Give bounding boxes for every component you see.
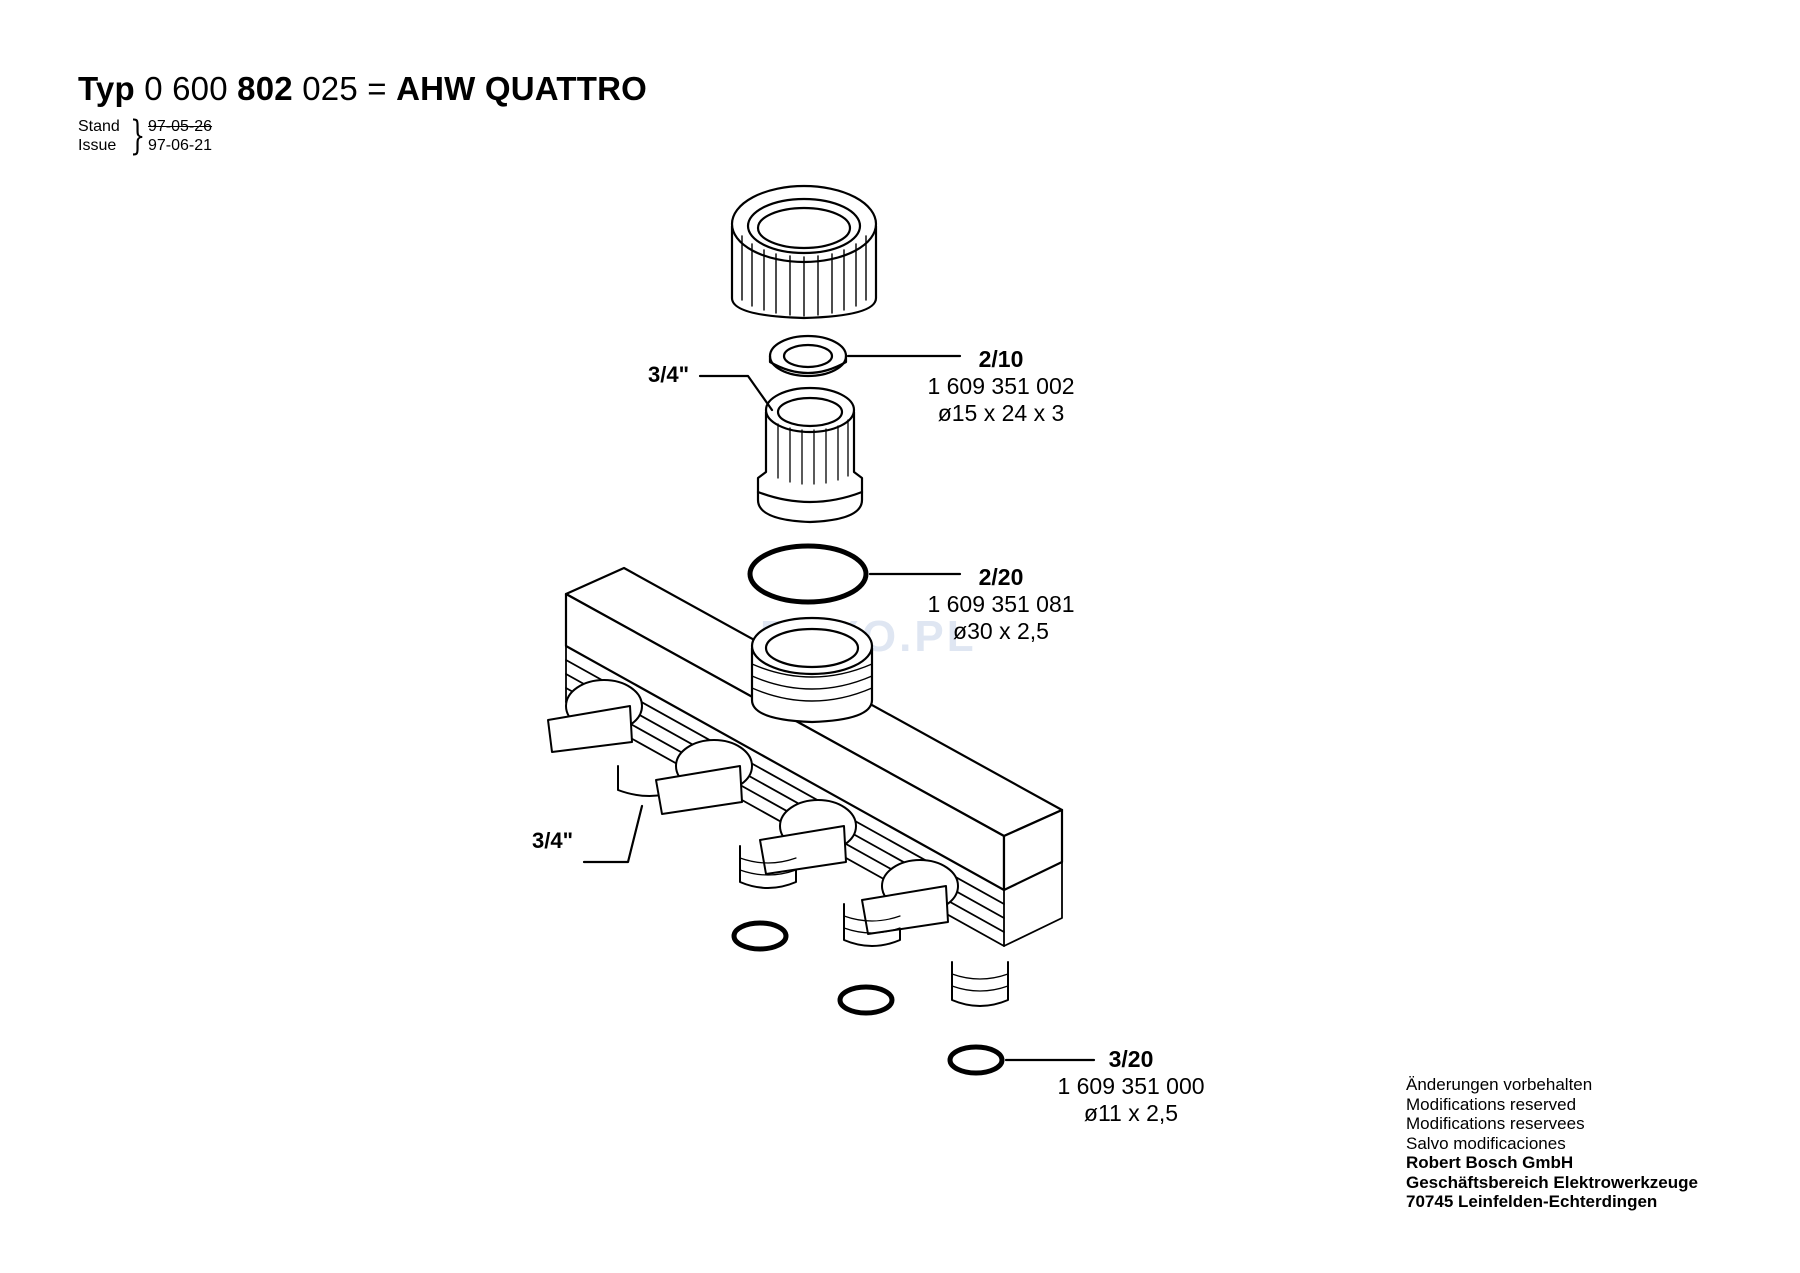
footer-line: Modifications reservees [1406, 1114, 1585, 1133]
footer-company: Robert Bosch GmbH [1406, 1153, 1574, 1172]
callout-spec: ø30 x 2,5 [953, 618, 1049, 644]
leader-line-outlet-thread [582, 804, 644, 864]
page-title: Typ 0 600 802 025 = AHW QUATTRO [78, 70, 647, 108]
issue-label: Issue [78, 137, 117, 154]
footer-line: Änderungen vorbehalten [1406, 1075, 1593, 1094]
footer-line: Modifications reserved [1406, 1094, 1577, 1114]
callout-part-number: 1 609 351 002 [927, 373, 1075, 399]
o-ring-large-part[interactable] [747, 543, 869, 605]
thread-label-bottom: 3/4" [532, 828, 574, 853]
callout-part-number: 1 609 351 081 [927, 591, 1075, 617]
title-prefix: Typ [78, 70, 135, 107]
o-ring-small-parts[interactable] [731, 920, 1005, 1076]
issue-date: 97-06-21 [148, 137, 213, 154]
callout-ref: 2/20 [978, 564, 1024, 590]
footer-notice: Änderungen vorbehalten Modifications res… [1406, 1075, 1698, 1212]
title-model: AHW QUATTRO [396, 70, 647, 107]
flat-washer-part[interactable] [768, 334, 848, 378]
title-number-a: 0 600 [144, 70, 228, 107]
title-number-b: 802 [237, 70, 293, 107]
brace-icon: } [130, 113, 146, 159]
title-number-c: 025 = [302, 70, 387, 107]
coupling-nut-part[interactable] [730, 184, 878, 320]
callout-flat-washer: 2/10 1 609 351 002 ø15 x 24 x 3 [918, 346, 1084, 427]
thread-label-top: 3/4" [648, 362, 690, 387]
callout-spec: ø11 x 2,5 [1083, 1100, 1179, 1126]
footer-address: 70745 Leinfelden-Echterdingen [1406, 1192, 1658, 1211]
stand-label: Stand [78, 118, 120, 135]
callout-spec: ø15 x 24 x 3 [937, 400, 1065, 426]
callout-o-ring-small: 3/20 1 609 351 000 ø11 x 2,5 [1048, 1046, 1214, 1127]
footer-division: Geschäftsbereich Elektrowerkzeuge [1406, 1172, 1698, 1192]
footer-line: Salvo modificaciones [1406, 1133, 1566, 1153]
leader-line-adapter [698, 374, 774, 412]
callout-o-ring-large: 2/20 1 609 351 081 ø30 x 2,5 [918, 564, 1084, 645]
stand-date: 97-05-26 [148, 118, 213, 135]
callout-ref: 2/10 [978, 346, 1024, 372]
callout-ref: 3/20 [1108, 1046, 1154, 1072]
manifold-body-part[interactable] [547, 566, 1064, 1007]
callout-part-number: 1 609 351 000 [1057, 1073, 1205, 1099]
threaded-adapter-part[interactable] [756, 386, 864, 524]
